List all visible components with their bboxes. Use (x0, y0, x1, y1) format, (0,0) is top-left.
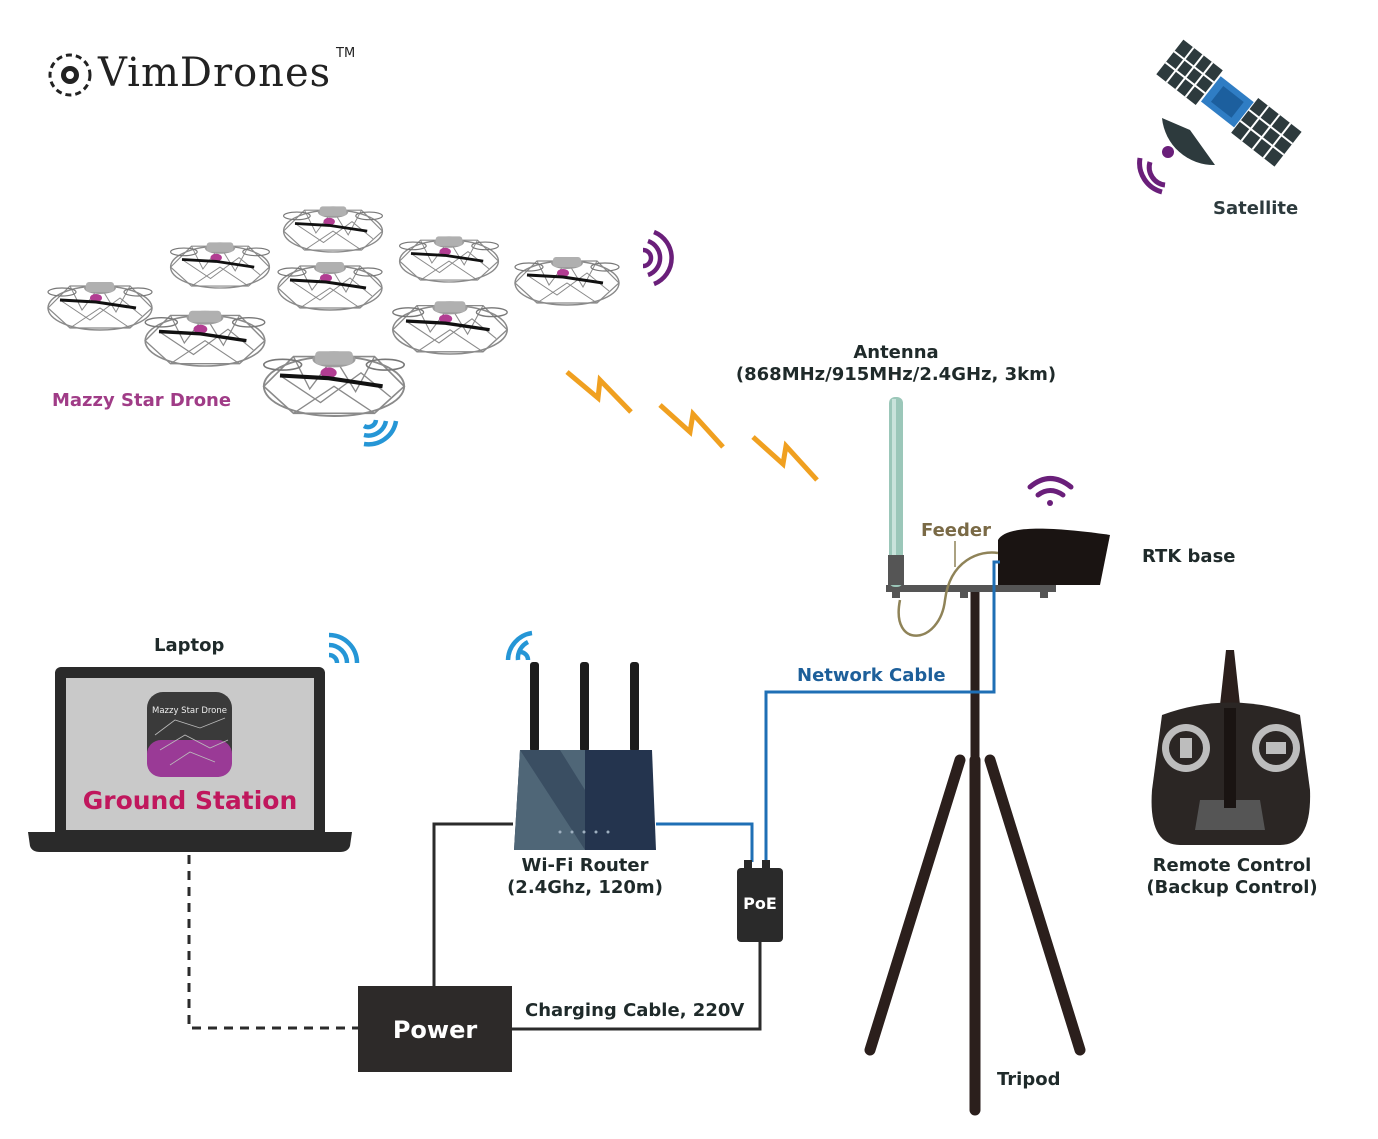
mounting-plate (886, 585, 1056, 592)
ground-station-label: Ground Station (82, 786, 298, 815)
rtk-base (998, 528, 1110, 585)
charging-cable-label: Charging Cable, 220V (525, 1000, 745, 1021)
remote-control (1151, 650, 1311, 845)
logo-ring-icon (48, 53, 92, 97)
trademark-mark: TM (336, 46, 356, 61)
satellite-dish-icon (1162, 118, 1215, 166)
app-name-label: Mazzy Star Drone (151, 706, 227, 716)
radio-link-icon (565, 370, 819, 482)
poe-injector (737, 868, 783, 942)
satellite-label: Satellite (1213, 198, 1299, 219)
drone-swarm (46, 204, 621, 416)
antenna (888, 397, 904, 587)
router-title: Wi-Fi Router (521, 855, 649, 876)
laptop-power-cable (187, 855, 358, 1030)
network-cable-label: Network Cable (797, 665, 946, 686)
app-icon (147, 692, 232, 777)
laptop-label: Laptop (154, 635, 225, 656)
remote-control-title: Remote Control (1152, 855, 1312, 876)
drone-label: Mazzy Star Drone (52, 390, 232, 411)
tripod-label: Tripod (997, 1069, 1061, 1090)
poe-label: PoE (743, 894, 777, 913)
drone-signal-icon (642, 229, 674, 287)
network-cable (764, 560, 1000, 862)
tripod (864, 587, 1086, 1116)
vimdrones-logo (48, 53, 92, 97)
feeder-cable (897, 551, 999, 637)
feeder-label: Feeder (921, 520, 991, 541)
laptop-wifi-icon (328, 632, 360, 664)
brand-name: VimDrones (98, 50, 332, 96)
antenna-title: Antenna (853, 342, 939, 363)
satellite-icon (1156, 39, 1302, 167)
router-wifi-icon (505, 630, 533, 661)
remote-control-sub: (Backup Control) (1146, 877, 1318, 898)
drone-wifi-icon (362, 419, 399, 447)
router-specs: (2.4Ghz, 120m) (507, 877, 663, 898)
rtk-wifi-icon (1027, 476, 1074, 506)
rtk-base-label: RTK base (1142, 546, 1236, 567)
satellite-signal-icon (1137, 157, 1166, 195)
power-box (358, 986, 512, 1072)
antenna-specs: (868MHz/915MHz/2.4GHz, 3km) (735, 364, 1057, 385)
power-label: Power (392, 1016, 478, 1044)
wifi-router (514, 662, 656, 850)
power-cables (432, 822, 762, 1031)
